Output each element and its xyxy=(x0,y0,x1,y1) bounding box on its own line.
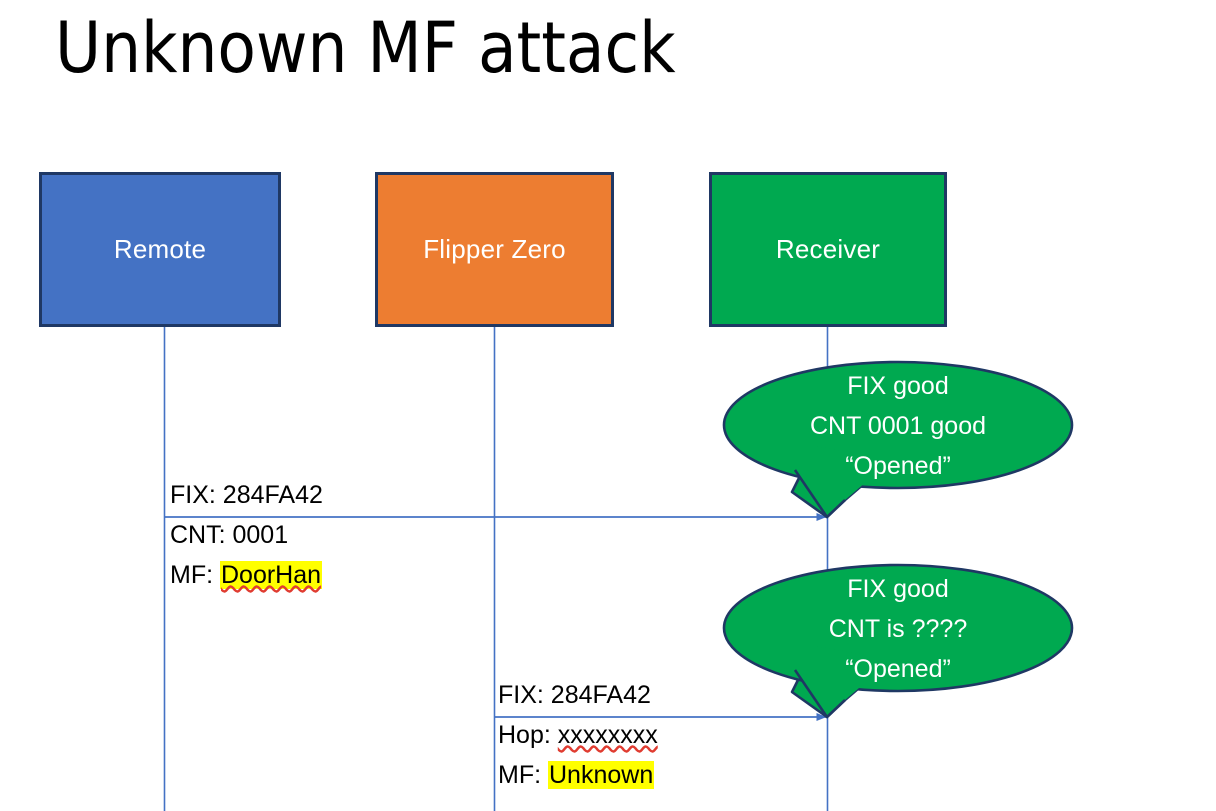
actor-box-receiver[interactable]: Receiver xyxy=(709,172,947,327)
callout-bubble-2 xyxy=(722,563,1074,719)
message-1-line-cnt: CNT: 0001 xyxy=(170,515,323,555)
message-1-line-fix: FIX: 284FA42 xyxy=(170,475,323,515)
page-title: Unknown MF attack xyxy=(55,7,676,89)
actor-label-flipper-zero: Flipper Zero xyxy=(423,234,566,264)
message-1-mf-prefix: MF: xyxy=(170,561,220,589)
message-2-line-mf: MF: Unknown xyxy=(498,755,658,795)
callout-bubble-1 xyxy=(722,360,1074,519)
message-1-cnt-value: 0001 xyxy=(232,521,289,549)
message-2-mf-value: Unknown xyxy=(548,761,655,789)
message-1-line-mf: MF: DoorHan xyxy=(170,555,323,595)
message-2-labels: FIX: 284FA42 Hop: xxxxxxxx MF: Unknown xyxy=(498,675,658,795)
message-1-labels: FIX: 284FA42 CNT: 0001 MF: DoorHan xyxy=(170,475,323,595)
actor-box-flipper-zero[interactable]: Flipper Zero xyxy=(375,172,614,327)
actor-label-remote: Remote xyxy=(113,234,207,264)
message-2-fix-prefix: FIX: xyxy=(498,681,551,709)
message-2-hop-value: xxxxxxxx xyxy=(557,721,658,749)
message-2-mf-prefix: MF: xyxy=(498,761,548,789)
message-1-cnt-prefix: CNT: xyxy=(170,521,233,549)
message-2-fix-value: 284FA42 xyxy=(550,681,651,709)
message-2-hop-prefix: Hop: xyxy=(498,721,558,749)
message-2-line-fix: FIX: 284FA42 xyxy=(498,675,658,715)
actor-label-receiver: Receiver xyxy=(775,234,881,264)
message-1-fix-prefix: FIX: xyxy=(170,481,223,509)
actor-box-remote[interactable]: Remote xyxy=(39,172,281,327)
message-2-line-hop: Hop: xxxxxxxx xyxy=(498,715,658,755)
message-1-fix-value: 284FA42 xyxy=(222,481,323,509)
message-1-mf-value: DoorHan xyxy=(220,561,323,589)
